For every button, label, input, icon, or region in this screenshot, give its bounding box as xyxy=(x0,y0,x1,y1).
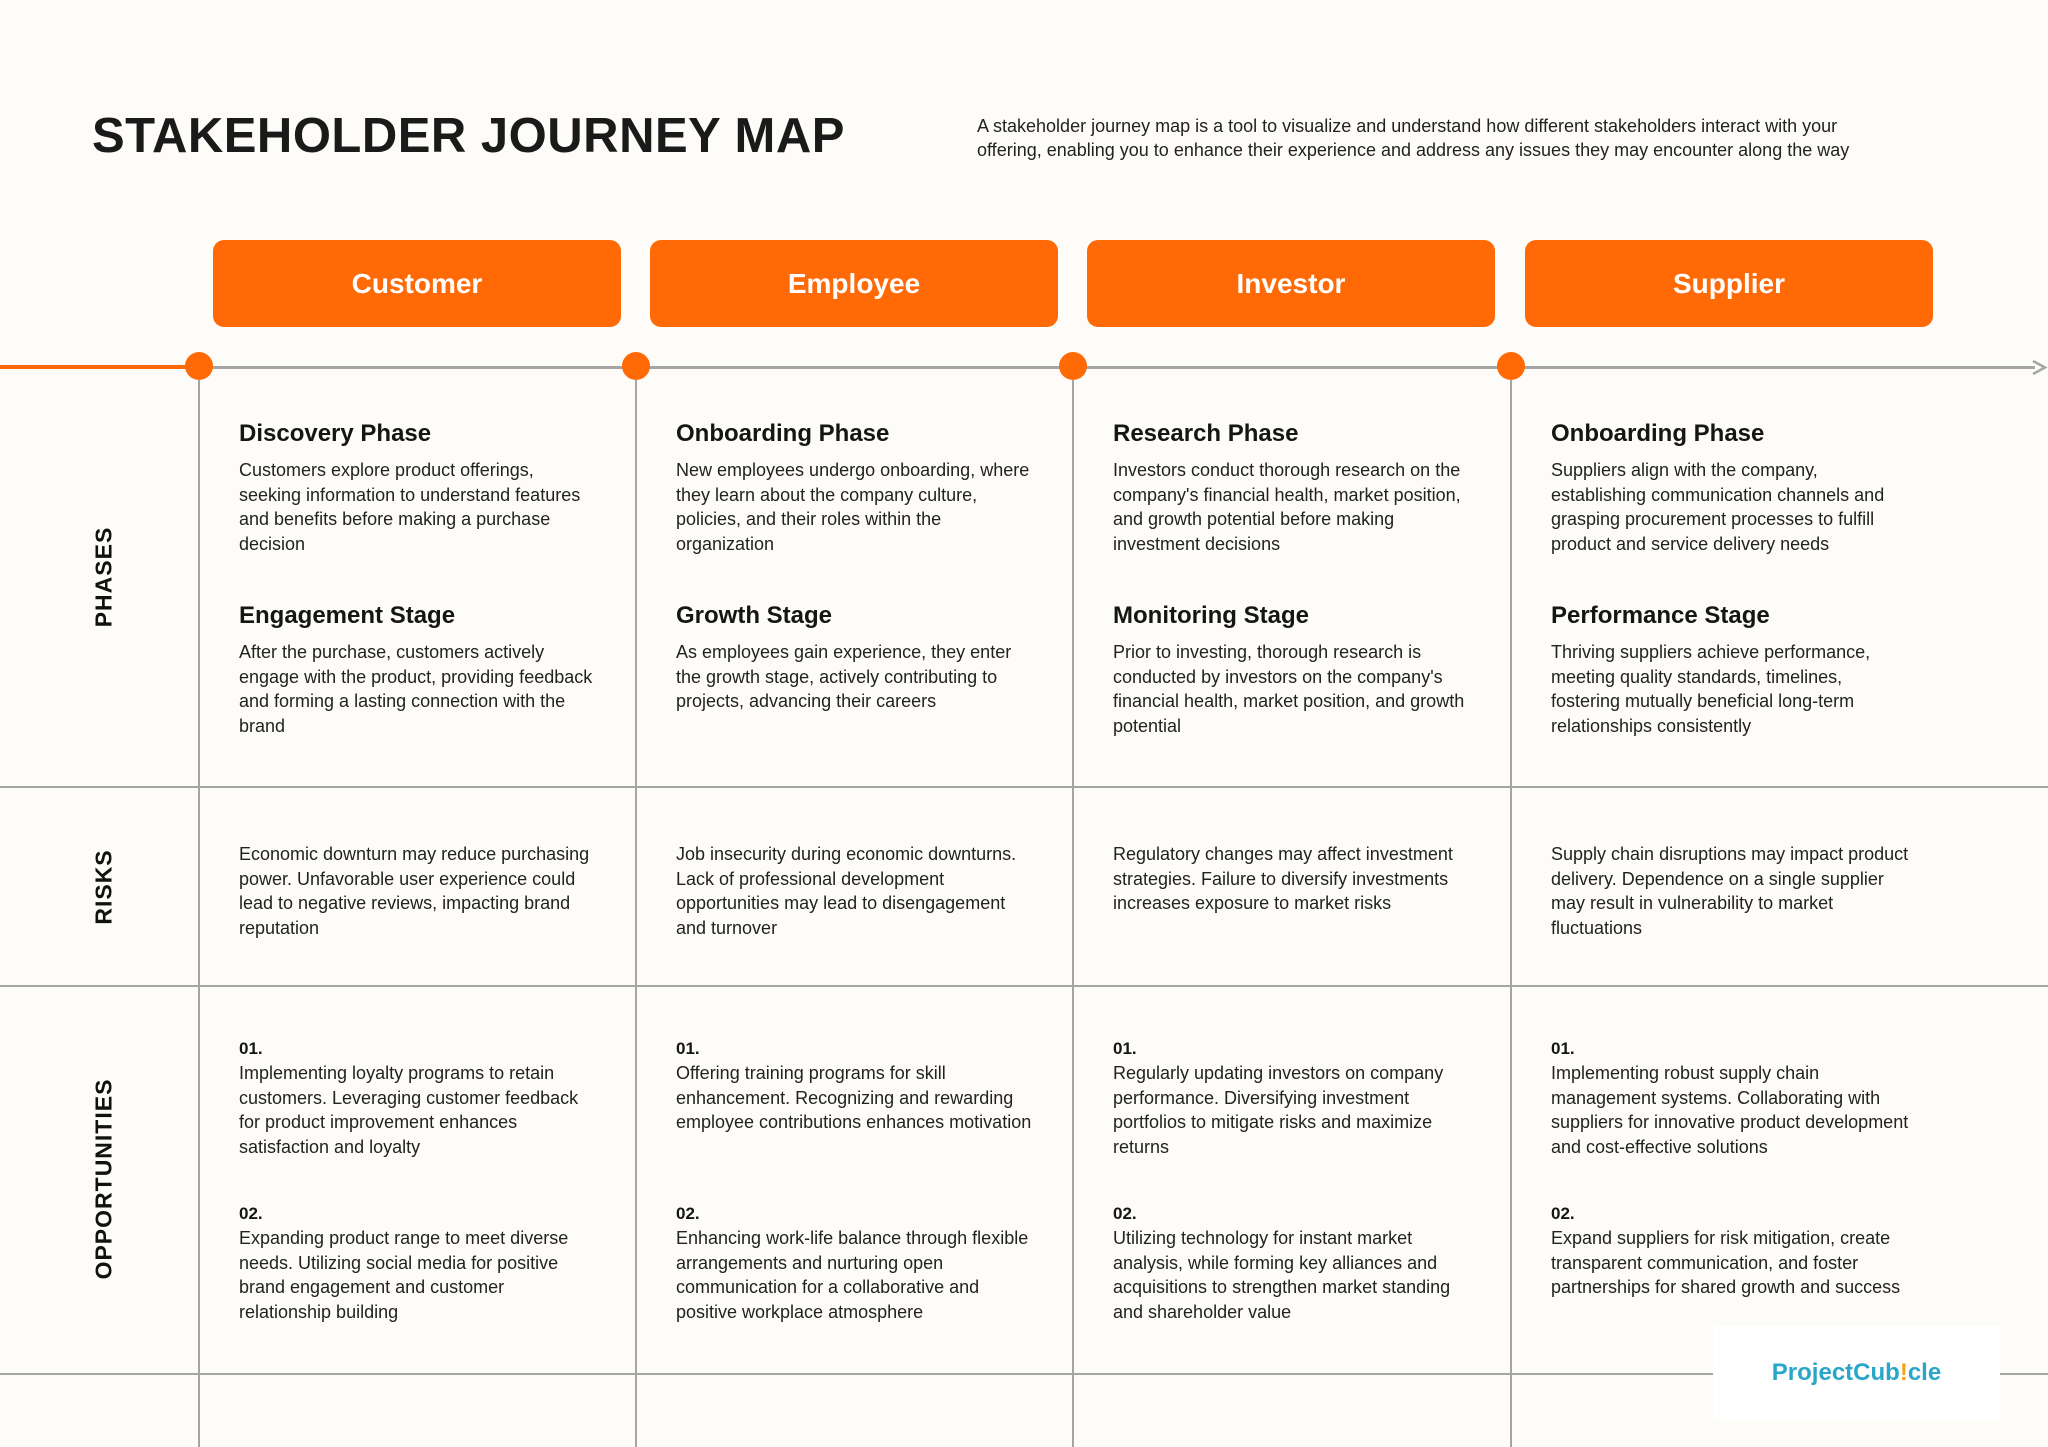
phase-block-investor-2: Monitoring Stage Prior to investing, tho… xyxy=(1113,602,1473,738)
opportunity-text: Utilizing technology for instant market … xyxy=(1113,1228,1451,1322)
stakeholder-header-customer: Customer xyxy=(213,240,621,327)
stakeholder-header-employee: Employee xyxy=(650,240,1058,327)
projectcubicle-logo: ProjectCub!cle xyxy=(1713,1326,2000,1420)
column-divider xyxy=(1510,380,1512,1447)
opportunity-text: Implementing loyalty programs to retain … xyxy=(239,1063,579,1157)
column-divider xyxy=(635,380,637,1447)
phase-text: As employees gain experience, they enter… xyxy=(676,642,1012,711)
phase-text: Prior to investing, thorough research is… xyxy=(1113,642,1465,736)
opportunity-employee-1: 01. Offering training programs for skill… xyxy=(676,1037,1036,1135)
row-divider xyxy=(0,786,2048,788)
phase-title: Monitoring Stage xyxy=(1113,602,1309,629)
timeline-accent-line xyxy=(0,365,199,369)
opportunity-employee-2: 02. Enhancing work-life balance through … xyxy=(676,1202,1036,1324)
phase-block-customer-2: Engagement Stage After the purchase, cus… xyxy=(239,602,599,738)
phase-text: Customers explore product offerings, see… xyxy=(239,460,581,554)
phase-title: Performance Stage xyxy=(1551,602,1770,629)
phase-title: Discovery Phase xyxy=(239,420,432,447)
risk-text-investor: Regulatory changes may affect investment… xyxy=(1113,844,1453,913)
phase-block-investor-1: Research Phase Investors conduct thoroug… xyxy=(1113,420,1473,556)
opportunity-text: Implementing robust supply chain managem… xyxy=(1551,1063,1909,1157)
opportunity-customer-1: 01. Implementing loyalty programs to ret… xyxy=(239,1037,599,1159)
timeline-line xyxy=(199,366,2035,369)
stakeholder-header-supplier: Supplier xyxy=(1525,240,1933,327)
opportunity-investor-1: 01. Regularly updating investors on comp… xyxy=(1113,1037,1473,1159)
opportunity-number: 02. xyxy=(676,1204,700,1223)
opportunity-text: Expand suppliers for risk mitigation, cr… xyxy=(1551,1228,1901,1297)
timeline-dot-customer xyxy=(185,352,213,380)
phase-text: After the purchase, customers actively e… xyxy=(239,642,593,736)
opportunity-number: 01. xyxy=(676,1039,700,1058)
row-label-phases: PHASES xyxy=(90,526,117,628)
row-divider xyxy=(0,1373,2048,1375)
opportunity-number: 01. xyxy=(1551,1039,1575,1058)
phase-title: Onboarding Phase xyxy=(676,420,890,447)
phase-block-supplier-1: Onboarding Phase Suppliers align with th… xyxy=(1551,420,1911,556)
row-label-opportunities: OPPORTUNITIES xyxy=(90,1078,117,1280)
column-divider xyxy=(1072,380,1074,1447)
risk-text-employee: Job insecurity during economic downturns… xyxy=(676,844,1017,938)
timeline-dot-employee xyxy=(622,352,650,380)
opportunity-number: 02. xyxy=(239,1204,263,1223)
opportunity-number: 01. xyxy=(239,1039,263,1058)
opportunity-text: Enhancing work-life balance through flex… xyxy=(676,1228,1029,1322)
phase-block-employee-1: Onboarding Phase New employees undergo o… xyxy=(676,420,1036,556)
phase-text: Thriving suppliers achieve performance, … xyxy=(1551,642,1871,736)
opportunity-text: Regularly updating investors on company … xyxy=(1113,1063,1444,1157)
phase-text: Investors conduct thorough research on t… xyxy=(1113,460,1461,554)
phase-title: Onboarding Phase xyxy=(1551,420,1765,447)
logo-part: ProjectCub xyxy=(1771,1359,1900,1386)
intro-text: A stakeholder journey map is a tool to v… xyxy=(977,116,1850,160)
phase-title: Growth Stage xyxy=(676,602,833,629)
opportunity-supplier-2: 02. Expand suppliers for risk mitigation… xyxy=(1551,1202,1911,1300)
phase-block-supplier-2: Performance Stage Thriving suppliers ach… xyxy=(1551,602,1911,738)
timeline-dot-supplier xyxy=(1497,352,1525,380)
timeline-arrow-icon xyxy=(2032,360,2048,375)
logo-part: cle xyxy=(1907,1359,1942,1386)
phase-text: Suppliers align with the company, establ… xyxy=(1551,460,1885,554)
opportunity-supplier-1: 01. Implementing robust supply chain man… xyxy=(1551,1037,1911,1159)
opportunity-number: 02. xyxy=(1551,1204,1575,1223)
opportunity-text: Expanding product range to meet diverse … xyxy=(239,1228,569,1322)
phase-text: New employees undergo onboarding, where … xyxy=(676,460,1030,554)
row-divider xyxy=(0,985,2048,987)
opportunity-customer-2: 02. Expanding product range to meet dive… xyxy=(239,1202,599,1324)
risk-text-customer: Economic downturn may reduce purchasing … xyxy=(239,844,590,938)
opportunity-number: 01. xyxy=(1113,1039,1137,1058)
row-label-risks: RISKS xyxy=(90,849,117,925)
stakeholder-header-investor: Investor xyxy=(1087,240,1495,327)
risk-text-supplier: Supply chain disruptions may impact prod… xyxy=(1551,844,1909,938)
phase-title: Engagement Stage xyxy=(239,602,456,629)
page-title: STAKEHOLDER JOURNEY MAP xyxy=(92,109,845,163)
phase-block-employee-2: Growth Stage As employees gain experienc… xyxy=(676,602,1036,714)
opportunity-number: 02. xyxy=(1113,1204,1137,1223)
phase-title: Research Phase xyxy=(1113,420,1299,447)
column-divider xyxy=(198,380,200,1447)
timeline-dot-investor xyxy=(1059,352,1087,380)
opportunity-investor-2: 02. Utilizing technology for instant mar… xyxy=(1113,1202,1473,1324)
logo-part: ! xyxy=(1899,1359,1908,1386)
phase-block-customer-1: Discovery Phase Customers explore produc… xyxy=(239,420,599,556)
opportunity-text: Offering training programs for skill enh… xyxy=(676,1063,1032,1132)
